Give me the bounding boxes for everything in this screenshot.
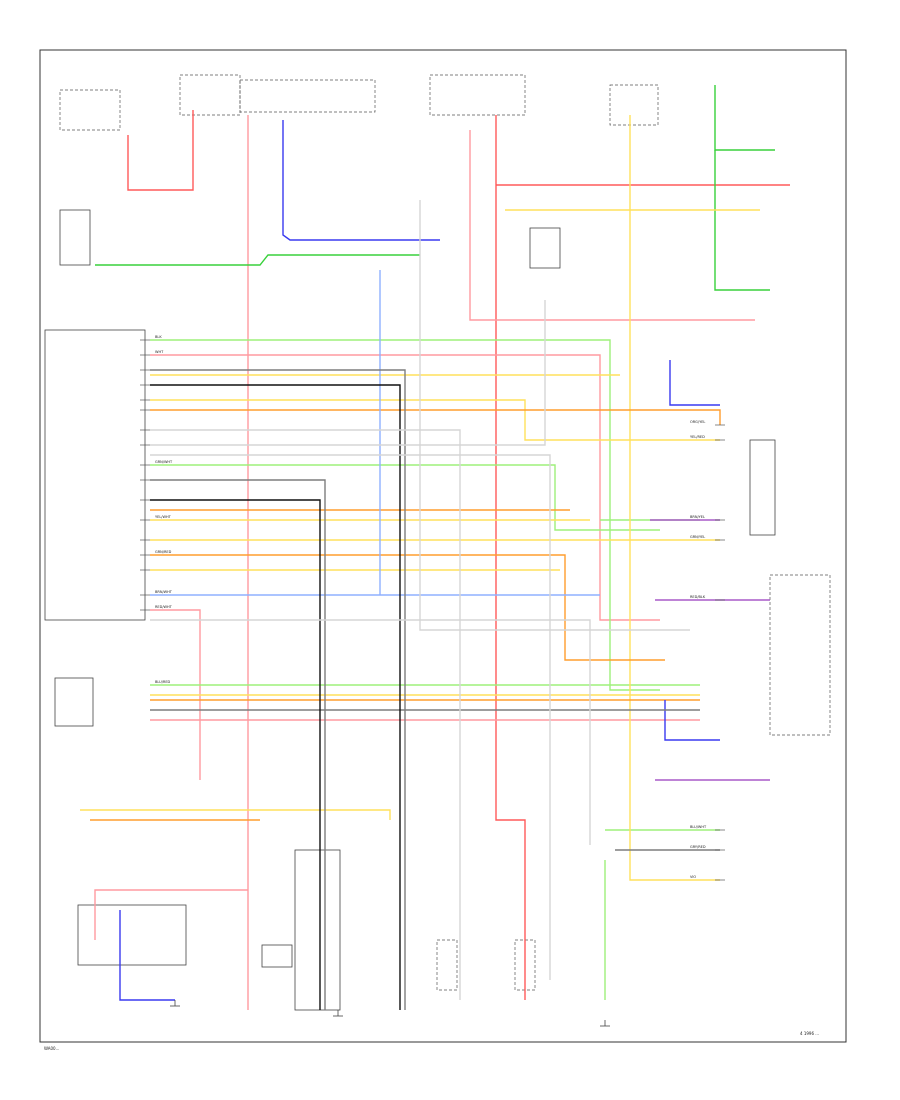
wire-label: YEL/RED <box>690 435 705 439</box>
center-box-1 <box>261 944 293 968</box>
wire-label: GRY/RED <box>690 845 706 849</box>
wire-label: BLU/RED <box>155 680 171 684</box>
fuse-box-center <box>239 79 376 113</box>
wire-gray-1 <box>150 369 406 1010</box>
wire-white-3 <box>150 300 546 446</box>
wire-bundle <box>80 85 790 1010</box>
wire-blue-1 <box>282 120 440 241</box>
wire-label: ORG/YEL <box>690 420 705 424</box>
top-fuse-boxes <box>59 74 659 131</box>
wire-label: GRN/YEL <box>690 535 705 539</box>
lower-left-connector <box>77 904 187 966</box>
wire-red-5 <box>469 130 755 321</box>
diagram-frame <box>39 49 847 1043</box>
wire-orange-1 <box>150 409 721 425</box>
wire-white-2 <box>150 619 591 845</box>
connector-ticks <box>140 339 725 881</box>
wire-label: YEL/WHT <box>155 515 172 519</box>
wire-label: VIO <box>690 875 696 879</box>
wire-label: RED/WHT <box>155 605 173 609</box>
wire-black-1 <box>150 384 401 1010</box>
wire-yellow-6 <box>629 115 720 881</box>
center-box-3 <box>436 939 458 991</box>
wire-label: WHT <box>155 350 164 354</box>
figure-code: 4 1996 ... <box>800 1031 819 1036</box>
wire-label: GRN/RED <box>155 550 172 554</box>
wire-label: BLU/WHT <box>690 825 707 829</box>
wire-red-1 <box>127 110 194 191</box>
wire-orange-2 <box>150 554 665 661</box>
wire-label: BLK <box>155 335 162 339</box>
right-shift-switch <box>769 574 831 736</box>
wire-yellow-2 <box>150 399 720 441</box>
wire-label: RED/BLK <box>690 595 706 599</box>
ground-symbols <box>170 1000 610 1027</box>
wire-white-5 <box>150 454 551 980</box>
wire-white-1 <box>150 429 461 1000</box>
wire-red-6 <box>150 609 201 780</box>
left-sensor-box <box>54 677 94 727</box>
relay-box-top-left <box>59 89 121 131</box>
wire-blue-3 <box>669 360 720 406</box>
center-box-2 <box>294 849 341 1011</box>
wire-blue-6 <box>119 910 175 1001</box>
wire-label-group: ORG/YEL YEL/RED BRN/YEL GRN/YEL RED/BLK … <box>155 335 707 879</box>
wire-green-3 <box>714 85 775 151</box>
wire-blue-5 <box>664 700 720 741</box>
components <box>44 209 831 1011</box>
wire-red-9 <box>94 889 248 940</box>
wire-red-3 <box>495 115 526 1000</box>
wire-label: BRN/YEL <box>690 515 705 519</box>
control-module <box>44 329 146 621</box>
wire-green-4 <box>714 150 770 291</box>
page-label: WA00... <box>44 1046 59 1051</box>
wire-white-4 <box>419 200 690 631</box>
sensor-box-upper-right <box>529 227 561 269</box>
wire-gray-2 <box>150 479 326 1010</box>
right-module-frame <box>749 439 776 536</box>
relay-box-top-right <box>609 84 659 126</box>
switch-box-left <box>59 209 91 266</box>
wire-yellow-9 <box>80 809 391 820</box>
wire-black-2 <box>150 499 321 1010</box>
wire-green-1 <box>95 254 420 266</box>
fuse-box-left <box>179 74 241 116</box>
wire-label: BRN/WHT <box>155 590 173 594</box>
wire-label: GRN/WHT <box>155 460 173 464</box>
wire-green-5 <box>150 464 660 531</box>
fuse-box-right <box>429 74 526 116</box>
